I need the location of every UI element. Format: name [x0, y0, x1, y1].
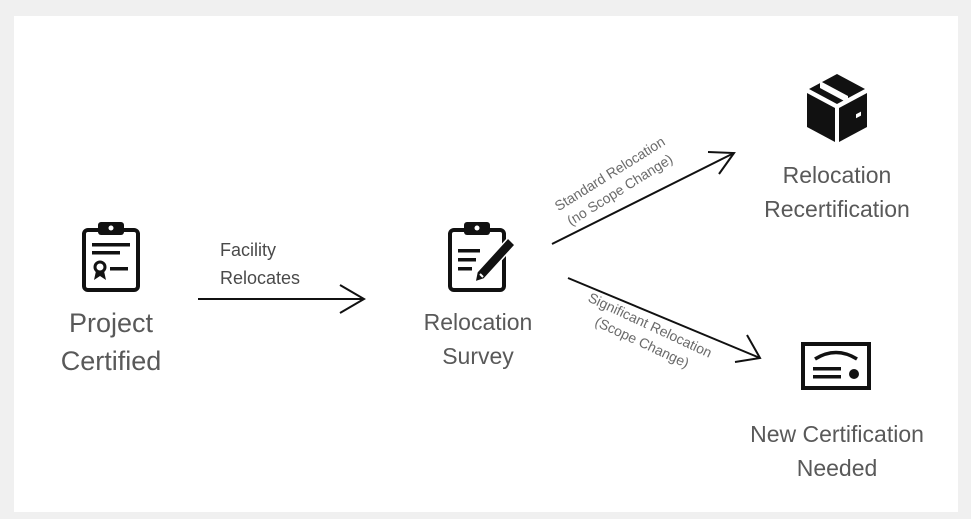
- label-line: Relocates: [220, 268, 301, 288]
- label-line: Facility: [220, 240, 277, 260]
- label-line: New Certification: [750, 421, 924, 447]
- node-relocation-recertification-label: Relocation Recertification: [744, 158, 930, 226]
- label-line: Relocation: [782, 162, 892, 188]
- label-line: Relocation: [423, 309, 533, 335]
- diagram-canvas: Project Certified Relocation Survey Relo…: [14, 16, 958, 512]
- label-line: Certified: [60, 346, 162, 376]
- certificate-icon: [801, 342, 871, 390]
- node-project-certified-label: Project Certified: [38, 304, 184, 380]
- arrow-facility-relocates: [198, 284, 366, 314]
- edge-facility-relocates-label: Facility Relocates: [220, 236, 300, 292]
- certificate-clipboard-icon: [82, 222, 140, 292]
- flow-diagram: [82, 74, 871, 390]
- node-relocation-survey-label: Relocation Survey: [410, 305, 546, 373]
- arrow-standard-relocation: [551, 151, 736, 245]
- arrow-significant-relocation: [567, 277, 762, 363]
- node-new-certification-label: New Certification Needed: [730, 417, 944, 485]
- clipboard-edit-icon: [448, 222, 517, 292]
- label-line: Recertification: [764, 196, 910, 222]
- box-icon: [807, 74, 867, 142]
- label-line: Needed: [796, 455, 878, 481]
- label-line: Survey: [442, 343, 514, 369]
- label-line: Project: [68, 308, 154, 338]
